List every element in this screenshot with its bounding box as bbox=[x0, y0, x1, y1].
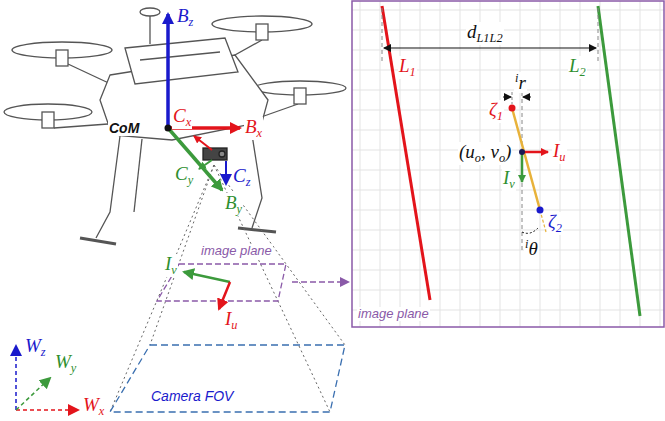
fov-label: Camera FOV bbox=[150, 389, 234, 404]
text-run: I bbox=[165, 253, 171, 274]
text-run: y bbox=[71, 361, 76, 375]
axis-label: By bbox=[224, 193, 243, 216]
image-plane-panel bbox=[352, 1, 664, 327]
text-run: W bbox=[55, 351, 71, 372]
text-run: y bbox=[188, 173, 193, 187]
text-run: Camera FOV bbox=[151, 388, 233, 404]
text-run: i bbox=[515, 71, 518, 85]
axis-label: Cz bbox=[232, 166, 252, 189]
text-run: 2 bbox=[556, 221, 562, 235]
text-run: image plane bbox=[358, 306, 429, 321]
axis-label: Cx bbox=[172, 106, 192, 129]
offset-label: ir bbox=[514, 72, 527, 93]
text-run: u bbox=[231, 318, 237, 332]
text-run: L1L2 bbox=[477, 31, 503, 45]
point-label: ζ2 bbox=[547, 212, 563, 235]
grid-line bbox=[352, 270, 664, 271]
text-run: z bbox=[246, 175, 251, 189]
grid-line bbox=[352, 130, 664, 131]
text-run: , v bbox=[481, 141, 499, 162]
plane-label: image plane bbox=[200, 244, 273, 258]
dimension-label: dL1L2 bbox=[466, 22, 504, 45]
grid-line bbox=[352, 10, 664, 11]
text-run: o bbox=[475, 151, 481, 165]
drone-drawing bbox=[4, 8, 346, 244]
text-run: i bbox=[525, 237, 528, 251]
axis-label: Iv bbox=[502, 168, 516, 191]
text-run: CoM bbox=[109, 120, 139, 136]
text-run: v bbox=[171, 263, 176, 277]
axis-label: Bz bbox=[176, 6, 194, 29]
axis-label: Wx bbox=[82, 395, 105, 418]
text-run: C bbox=[233, 165, 246, 186]
grid-line bbox=[352, 210, 664, 211]
axis-label: Bx bbox=[244, 117, 263, 140]
axis-label: Iu bbox=[224, 309, 239, 332]
point-label: (uo, vo) bbox=[458, 142, 512, 165]
grid-line bbox=[352, 250, 664, 251]
grid-line bbox=[352, 290, 664, 291]
grid-line bbox=[352, 50, 664, 51]
axis-label: Iv bbox=[164, 254, 178, 277]
text-run: B bbox=[245, 116, 257, 137]
text-run: 2 bbox=[580, 65, 586, 79]
body-axes bbox=[165, 14, 241, 190]
image-axes bbox=[184, 272, 230, 309]
plane-label: image plane bbox=[357, 307, 430, 321]
camera-fov bbox=[110, 165, 348, 412]
text-run: B bbox=[177, 5, 189, 26]
grid-line bbox=[352, 230, 664, 231]
axis-label: Wy bbox=[54, 352, 77, 375]
text-run: image plane bbox=[201, 243, 272, 258]
text-run: I bbox=[225, 308, 231, 329]
text-run: C bbox=[173, 105, 186, 126]
text-run: ζ bbox=[548, 211, 556, 232]
text-run: B bbox=[225, 192, 237, 213]
grid-line bbox=[352, 30, 664, 31]
grid-line bbox=[352, 90, 664, 91]
text-run: r bbox=[518, 72, 525, 93]
line-label: L2 bbox=[568, 56, 587, 79]
text-run: (u bbox=[459, 141, 475, 162]
text-run: W bbox=[83, 394, 99, 415]
text-run: I bbox=[503, 167, 509, 188]
text-run: C bbox=[175, 163, 188, 184]
text-run: ) bbox=[505, 141, 511, 162]
angle-label: iθ bbox=[524, 238, 539, 259]
text-run: L bbox=[569, 55, 580, 76]
text-run: o bbox=[499, 151, 505, 165]
axis-label: Iu bbox=[552, 141, 567, 164]
text-run: x bbox=[257, 126, 262, 140]
point-label: CoM bbox=[108, 121, 140, 136]
text-run: W bbox=[25, 335, 41, 356]
text-run: x bbox=[186, 115, 191, 129]
text-run: 1 bbox=[410, 65, 416, 79]
text-run: v bbox=[509, 177, 514, 191]
text-run: y bbox=[237, 202, 242, 216]
text-run: θ bbox=[528, 238, 537, 259]
text-run: 1 bbox=[497, 109, 503, 123]
text-run: ζ bbox=[489, 99, 497, 120]
point-label: ζ1 bbox=[488, 100, 504, 123]
text-run: u bbox=[559, 150, 565, 164]
line-label: L1 bbox=[398, 56, 417, 79]
text-run: z bbox=[189, 15, 194, 29]
text-run: d bbox=[467, 21, 477, 42]
text-run: I bbox=[553, 140, 559, 161]
axis-label: Cy bbox=[174, 164, 194, 187]
axis-label: Wz bbox=[24, 336, 47, 359]
text-run: z bbox=[41, 345, 46, 359]
text-run: L bbox=[399, 55, 410, 76]
text-run: x bbox=[99, 404, 104, 418]
